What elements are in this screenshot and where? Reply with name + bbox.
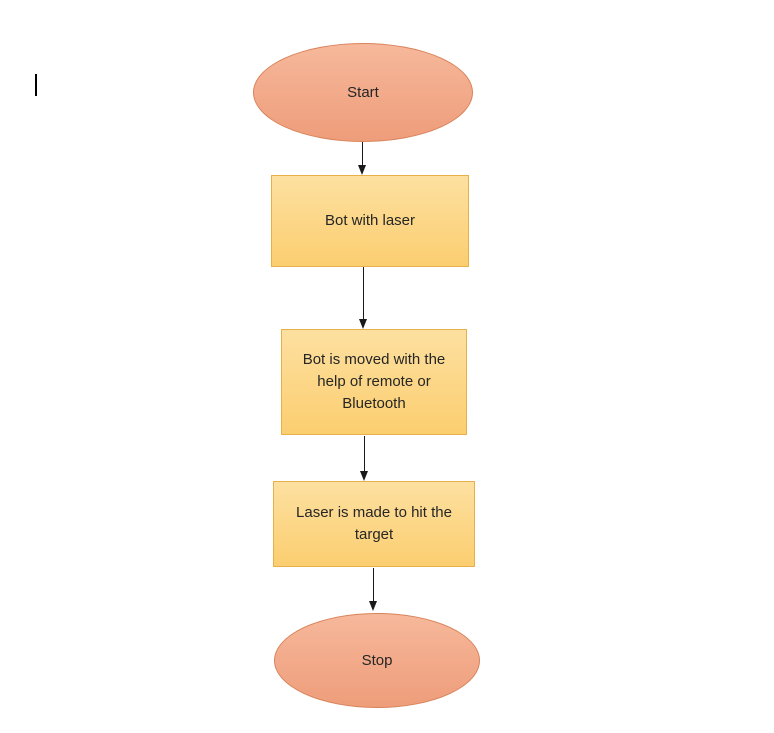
flowchart-node-start[interactable]: Start xyxy=(253,43,473,142)
connector-line xyxy=(364,436,365,473)
connector-line xyxy=(373,568,374,603)
connector-arrow-step1-to-step2[interactable] xyxy=(359,267,368,329)
node-label: Start xyxy=(347,83,379,101)
connector-line xyxy=(362,142,363,167)
node-label: Stop xyxy=(361,651,393,669)
flowchart-node-bot-with-laser[interactable]: Bot with laser xyxy=(271,175,469,267)
arrowhead-icon xyxy=(369,601,377,611)
connector-line xyxy=(363,267,364,321)
flowchart-node-bot-moved-remote-bluetooth[interactable]: Bot is moved with the help of remote or … xyxy=(281,329,467,435)
node-label: Bot with laser xyxy=(324,212,416,229)
flowchart-node-stop[interactable]: Stop xyxy=(274,613,480,708)
text-cursor xyxy=(35,74,37,96)
connector-arrow-step3-to-stop[interactable] xyxy=(369,568,378,611)
node-label: Bot is moved with the help of remote or … xyxy=(302,351,446,412)
connector-arrow-step2-to-step3[interactable] xyxy=(360,436,369,481)
arrowhead-icon xyxy=(358,165,366,175)
flowchart-node-laser-hit-target[interactable]: Laser is made to hit the target xyxy=(273,481,475,567)
connector-arrow-start-to-step1[interactable] xyxy=(358,142,367,175)
node-label: Laser is made to hit the target xyxy=(296,504,452,543)
arrowhead-icon xyxy=(359,319,367,329)
arrowhead-icon xyxy=(360,471,368,481)
